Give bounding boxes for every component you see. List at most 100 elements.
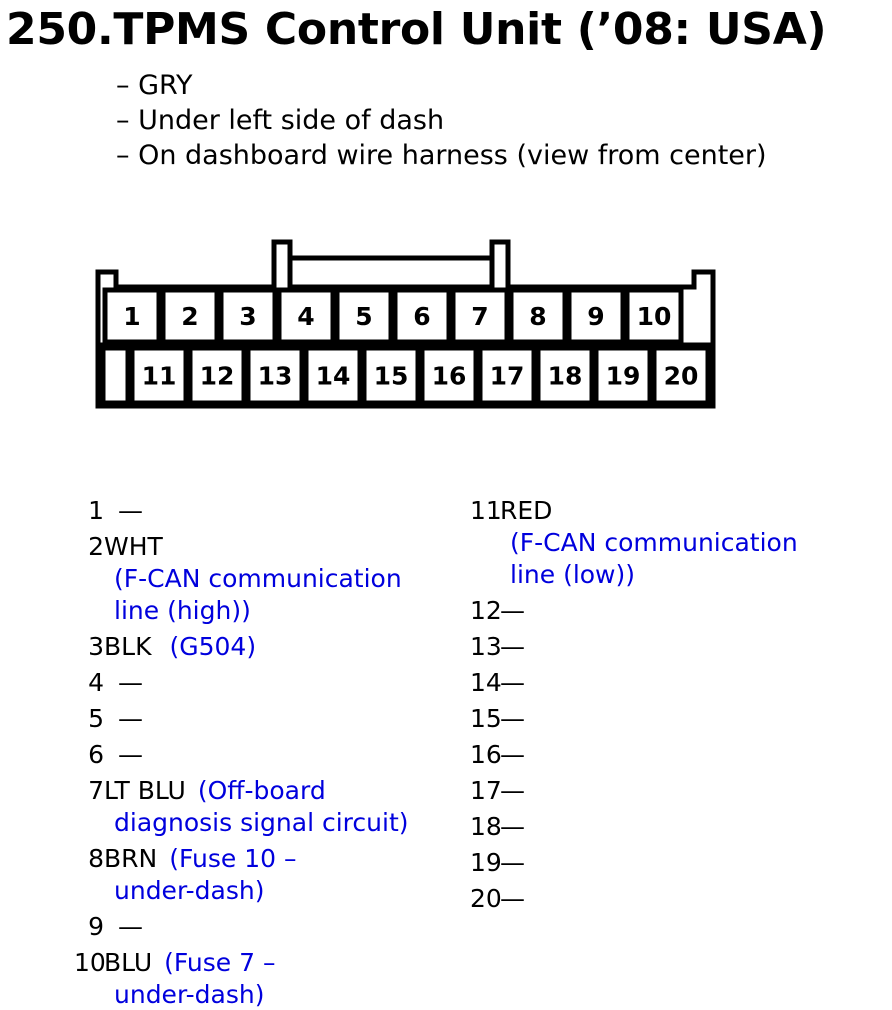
pin-number: 11 — [470, 496, 502, 525]
pin-9-label: 9 — [587, 302, 604, 331]
pin-20-label: 20 — [664, 362, 699, 391]
pin-entry: 17— — [470, 776, 525, 806]
pin-18-label: 18 — [548, 362, 583, 391]
pin-entry: 2WHT — [74, 532, 163, 562]
circuit-description-line: line (low)) — [510, 560, 636, 589]
pin-4-cell — [276, 287, 336, 345]
pin-entry: 12— — [470, 596, 525, 626]
pin-2-cell — [160, 287, 220, 345]
pin-6-cell — [392, 287, 452, 345]
pin-entry: 4— — [74, 668, 143, 698]
pin-entry: 16— — [470, 740, 525, 770]
pin-8-cell — [508, 287, 568, 345]
pin-number: 17 — [470, 776, 502, 805]
pin-6-label: 6 — [413, 302, 430, 331]
pin-1-label: 1 — [123, 302, 140, 331]
connector-notes: – GRY – Under left side of dash – On das… — [116, 68, 767, 173]
circuit-description-line: (Fuse 7 – — [164, 948, 276, 977]
pin-19-cell — [593, 345, 653, 406]
pin-entry: 10BLU(Fuse 7 – — [74, 948, 275, 978]
circuit-description-line: line (high)) — [114, 596, 251, 625]
pin-number: 16 — [470, 740, 502, 769]
pin-14-cell — [303, 345, 363, 406]
pin-3-cell — [218, 287, 278, 345]
pin-8-label: 8 — [529, 302, 546, 331]
circuit-description: (G504) — [169, 632, 257, 661]
wire-color: RED — [500, 496, 553, 525]
wire-color: LT BLU — [104, 776, 186, 805]
wire-color: — — [500, 596, 525, 625]
page-title: 250.TPMS Control Unit (’08: USA) — [6, 4, 827, 55]
pin-entry: 1— — [74, 496, 143, 526]
pin-number: 14 — [470, 668, 502, 697]
wire-color: — — [118, 668, 143, 697]
pin-13-cell — [245, 345, 305, 406]
pin-entry: 18— — [470, 812, 525, 842]
pin-10-label: 10 — [637, 302, 672, 331]
pin-entry: 13— — [470, 632, 525, 662]
pin-number: 5 — [88, 704, 104, 733]
pin-number: 7 — [88, 776, 104, 805]
wire-color: — — [500, 632, 525, 661]
pin-entry: 6— — [74, 740, 143, 770]
pin-number: 19 — [470, 848, 502, 877]
pin-number: 18 — [470, 812, 502, 841]
circuit-description-line: (F-CAN communication — [510, 528, 798, 557]
wire-color: — — [500, 848, 525, 877]
wire-color: — — [500, 740, 525, 769]
pin-15-cell — [361, 345, 421, 406]
pin-14-label: 14 — [316, 362, 351, 391]
wire-color: — — [500, 668, 525, 697]
pin-number: 13 — [470, 632, 502, 661]
pin-number: 20 — [470, 884, 502, 913]
pin-11-cell — [129, 345, 189, 406]
pin-3-label: 3 — [239, 302, 256, 331]
pin-2-label: 2 — [181, 302, 198, 331]
pin-12-label: 12 — [200, 362, 235, 391]
note-color: – GRY — [116, 70, 193, 101]
pin-18-cell — [535, 345, 595, 406]
pin-15-label: 15 — [374, 362, 409, 391]
pin-16-cell — [419, 345, 479, 406]
pin-number: 1 — [88, 496, 104, 525]
pin-7-label: 7 — [471, 302, 488, 331]
pin-entry: 9— — [74, 912, 143, 942]
pin-entry: 19— — [470, 848, 525, 878]
wire-color: — — [500, 812, 525, 841]
pin-entry: 14— — [470, 668, 525, 698]
pin-number: 2 — [88, 532, 104, 561]
pin-number: 10 — [74, 948, 106, 977]
pin-17-label: 17 — [490, 362, 525, 391]
pin-17-cell — [477, 345, 537, 406]
pin-entry: 20— — [470, 884, 525, 914]
pin-number: 15 — [470, 704, 502, 733]
pin-number: 3 — [88, 632, 104, 661]
pin-13-label: 13 — [258, 362, 293, 391]
wire-color: — — [118, 496, 143, 525]
wire-color: BLK — [104, 632, 152, 661]
wire-color: — — [500, 884, 525, 913]
pin-1-cell — [102, 287, 162, 345]
circuit-description-line: under-dash) — [114, 876, 265, 905]
pin-10-cell — [624, 287, 684, 345]
pin-16-label: 16 — [432, 362, 467, 391]
pin-20-cell — [651, 345, 711, 406]
pin-5-cell — [334, 287, 394, 345]
pin-entry: 3BLK (G504) — [74, 632, 256, 662]
pin-entry: 11RED — [470, 496, 552, 526]
wire-color: — — [118, 912, 143, 941]
pin-7-cell — [450, 287, 510, 345]
note-location: – Under left side of dash — [116, 105, 445, 136]
circuit-description-line: diagnosis signal circuit) — [114, 808, 409, 837]
pin-entry: 15— — [470, 704, 525, 734]
circuit-description-line: (Off-board — [197, 776, 326, 805]
pin-number: 12 — [470, 596, 502, 625]
pin-number: 4 — [88, 668, 104, 697]
pin-number: 9 — [88, 912, 104, 941]
pin-12-cell — [187, 345, 247, 406]
note-harness: – On dashboard wire harness (view from c… — [116, 140, 767, 171]
pin-number: 6 — [88, 740, 104, 769]
wire-color: — — [118, 740, 143, 769]
wire-color: WHT — [104, 532, 163, 561]
